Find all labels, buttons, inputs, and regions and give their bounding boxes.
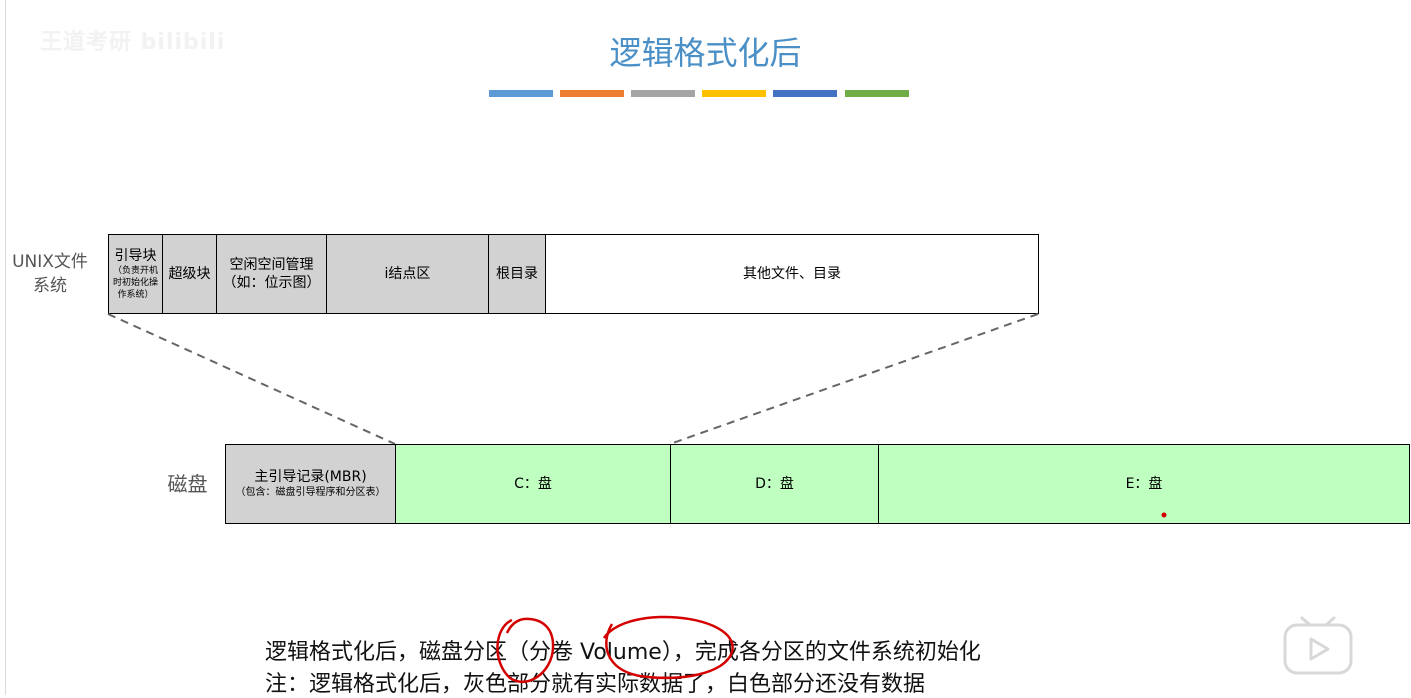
boot-block: 引导块 （负责开机 时初始化操 作系统） bbox=[108, 234, 163, 314]
color-bar-3 bbox=[631, 90, 695, 97]
partition-c-label: C：盘 bbox=[514, 476, 552, 492]
unix-fs-label: UNIX文件 系统 bbox=[4, 250, 96, 298]
color-bar-4 bbox=[702, 90, 766, 97]
unix-fs-label-line2: 系统 bbox=[33, 276, 67, 296]
partition-e: E：盘 bbox=[878, 444, 1410, 524]
inode-area-label: i结点区 bbox=[384, 266, 431, 282]
mbr-label: 主引导记录(MBR) bbox=[254, 469, 367, 485]
mbr-block: 主引导记录(MBR) （包含：磁盘引导程序和分区表） bbox=[225, 444, 396, 524]
other-files-label: 其他文件、目录 bbox=[743, 266, 841, 282]
color-bar-2 bbox=[560, 90, 624, 97]
partition-d: D：盘 bbox=[670, 444, 879, 524]
other-files-block: 其他文件、目录 bbox=[545, 234, 1039, 314]
unix-fs-label-line1: UNIX文件 bbox=[12, 252, 88, 272]
left-border bbox=[5, 0, 6, 695]
dashed-line-right bbox=[669, 313, 1039, 445]
free-space-block: 空闲空间管理 （如：位示图） bbox=[216, 234, 327, 314]
super-block: 超级块 bbox=[162, 234, 217, 314]
caption-line-2: 注：逻辑格式化后，灰色部分就有实际数据了，白色部分还没有数据 bbox=[265, 672, 926, 697]
disk-label: 磁盘 bbox=[167, 472, 208, 496]
partition-e-label: E：盘 bbox=[1125, 476, 1163, 492]
boot-block-note-1: （负责开机 bbox=[112, 266, 158, 276]
inode-area-block: i结点区 bbox=[326, 234, 489, 314]
super-block-label: 超级块 bbox=[168, 266, 211, 282]
free-space-label: 空闲空间管理 bbox=[229, 257, 314, 273]
root-dir-block: 根目录 bbox=[488, 234, 546, 314]
boot-block-note-3: 作系统） bbox=[117, 290, 154, 300]
partition-c: C：盘 bbox=[395, 444, 671, 524]
watermark: 王道考研 bilibili bbox=[40, 30, 226, 55]
play-button-icon[interactable] bbox=[1282, 612, 1354, 676]
boot-block-label: 引导块 bbox=[114, 248, 157, 264]
page-title: 逻辑格式化后 bbox=[609, 34, 802, 72]
dashed-line-left bbox=[107, 313, 396, 445]
partition-d-label: D：盘 bbox=[755, 476, 794, 492]
mbr-note: （包含：磁盘引导程序和分区表） bbox=[235, 487, 386, 498]
color-bar-5 bbox=[773, 90, 837, 97]
free-space-note: （如：位示图） bbox=[222, 275, 321, 291]
color-bar-6 bbox=[845, 90, 909, 97]
boot-block-note-2: 时初始化操 bbox=[112, 278, 158, 288]
root-dir-label: 根目录 bbox=[496, 266, 538, 282]
color-bar-1 bbox=[489, 90, 553, 97]
caption-line-1: 逻辑格式化后，磁盘分区（分卷 Volume），完成各分区的文件系统初始化 bbox=[265, 640, 981, 665]
